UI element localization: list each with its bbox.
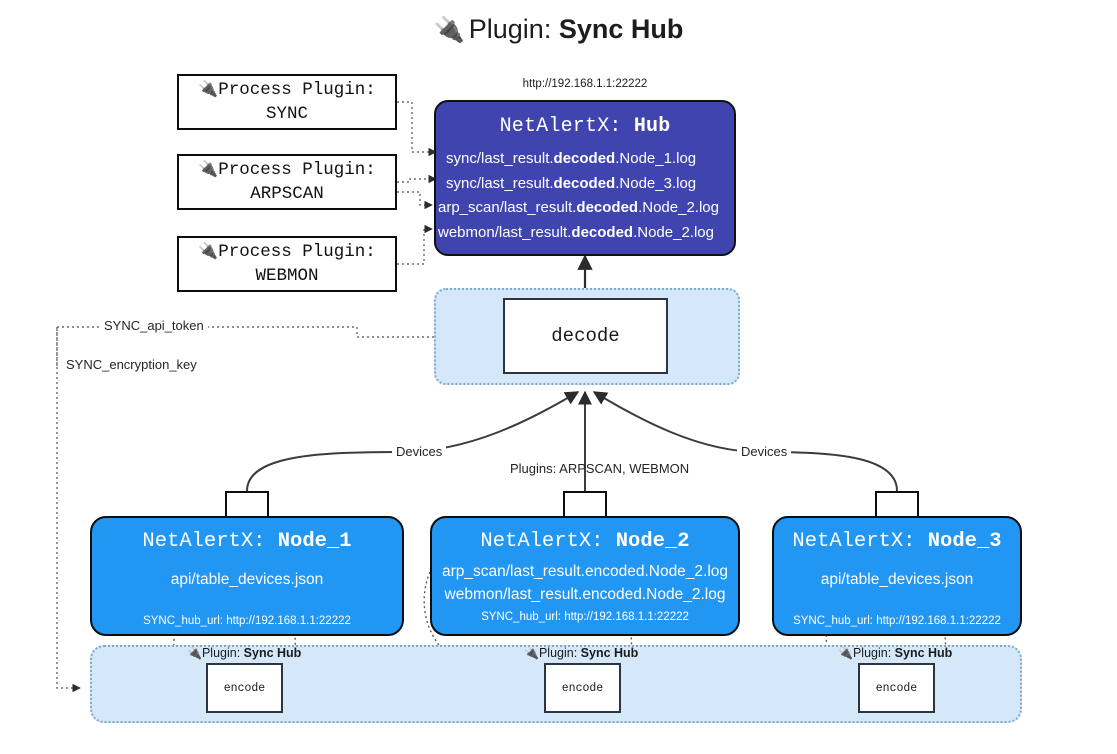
edge-label-devices-left: Devices [392, 444, 447, 459]
wire-encryption-key-to-band [56, 327, 81, 693]
hub-title: NetAlertX: Hub [499, 115, 671, 138]
decode-box[interactable]: decode [503, 298, 668, 374]
node-line: api/table_devices.json [820, 571, 974, 588]
process-plugin-label: Process Plugin: [218, 80, 376, 101]
node-box-node-3[interactable]: NetAlertX: Node_3 api/table_devices.json… [772, 516, 1022, 636]
plug-icon: 🔌 [198, 79, 219, 99]
hub-box[interactable]: NetAlertX: Hub sync/last_result.decoded.… [434, 100, 736, 256]
encode-box-2[interactable]: encode [544, 663, 621, 713]
node-url-label: SYNC_hub_url: http://192.168.1.1:22222 [143, 615, 351, 627]
node-box-node-2[interactable]: NetAlertX: Node_2 arp_scan/last_result.e… [430, 516, 740, 636]
wire-sync-to-log1 [397, 101, 437, 157]
page-title: 🔌Plugin: Sync Hub [0, 14, 1117, 45]
process-plugin-label: Process Plugin: [218, 242, 376, 263]
process-plugin-arpscan-box[interactable]: 🔌Process Plugin: ARPSCAN [177, 154, 397, 210]
hub-url-label: http://192.168.1.1:22222 [522, 78, 648, 90]
node-line: webmon/last_result.encoded.Node_2.log [444, 586, 726, 603]
node-line: api/table_devices.json [170, 571, 324, 588]
node-line: arp_scan/last_result.encoded.Node_2.log [441, 563, 729, 580]
edge-label-sync-encryption-key: SYNC_encryption_key [62, 357, 201, 372]
process-plugin-name: SYNC [265, 103, 308, 124]
wire-webmon-to-log4 [397, 224, 433, 265]
encoder-plugin-label-1: 🔌Plugin: Sync Hub [187, 646, 302, 660]
node-box-node-1[interactable]: NetAlertX: Node_1 api/table_devices.json… [90, 516, 404, 636]
process-plugin-webmon-box[interactable]: 🔌Process Plugin: WEBMON [177, 236, 397, 292]
encode-label: encode [223, 681, 266, 695]
decode-label: decode [551, 325, 620, 347]
node-title: NetAlertX: Node_3 [792, 530, 1002, 553]
edge-label-sync-api-token: SYNC_api_token [100, 318, 208, 333]
edge-label-plugins-center: Plugins: ARPSCAN, WEBMON [510, 461, 690, 476]
hub-log-line: sync/last_result.decoded.Node_3.log [446, 174, 697, 192]
plug-icon: 🔌 [187, 646, 202, 660]
hub-log-line: arp_scan/last_result.decoded.Node_2.log [438, 199, 719, 217]
node-url-label: SYNC_hub_url: http://192.168.1.1:22222 [793, 615, 1001, 627]
plug-icon: 🔌 [433, 16, 465, 44]
node-title: NetAlertX: Node_1 [142, 530, 352, 553]
encode-label: encode [561, 681, 604, 695]
title-prefix: Plugin: [468, 14, 559, 44]
edge-label-devices-right: Devices [737, 444, 792, 459]
hub-log-list: sync/last_result.decoded.Node_1.log sync… [436, 147, 734, 245]
encode-box-1[interactable]: encode [206, 663, 283, 713]
title-name: Sync Hub [558, 14, 684, 44]
node-url-label: SYNC_hub_url: http://192.168.1.1:22222 [481, 611, 689, 623]
wire-node3-devices-to-decode [592, 391, 898, 492]
process-plugin-name: ARPSCAN [250, 183, 324, 204]
encoder-plugin-label-2: 🔌Plugin: Sync Hub [524, 646, 639, 660]
plug-icon: 🔌 [198, 241, 219, 261]
hub-log-line: sync/last_result.decoded.Node_1.log [446, 150, 697, 167]
process-plugin-name: WEBMON [255, 265, 319, 286]
plug-icon: 🔌 [524, 646, 539, 660]
plug-icon: 🔌 [198, 159, 219, 179]
node-title: NetAlertX: Node_2 [480, 530, 690, 553]
encode-box-3[interactable]: encode [858, 663, 935, 713]
plug-icon: 🔌 [838, 646, 853, 660]
wire-arpscan-to-log3 [397, 191, 433, 210]
wire-sync-to-log2 [397, 174, 437, 184]
encoder-plugin-label-3: 🔌Plugin: Sync Hub [838, 646, 953, 660]
process-plugin-label: Process Plugin: [218, 160, 376, 181]
wire-node1-devices-to-decode [246, 391, 580, 492]
hub-log-line: webmon/last_result.decoded.Node_2.log [438, 223, 714, 241]
process-plugin-sync-box[interactable]: 🔌Process Plugin: SYNC [177, 74, 397, 130]
encode-label: encode [875, 681, 918, 695]
